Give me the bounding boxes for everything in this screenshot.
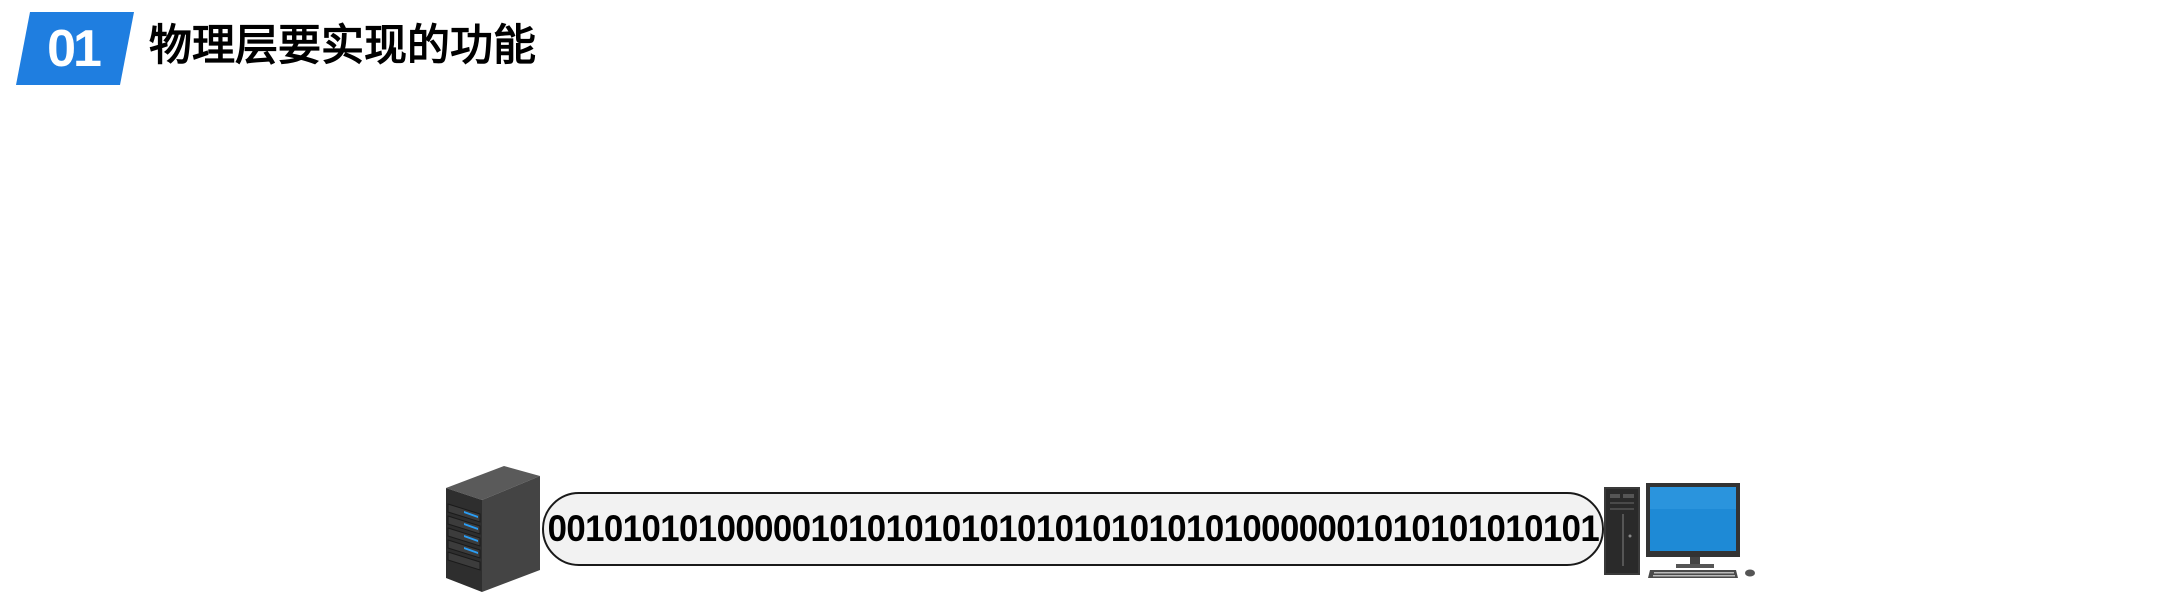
section-number-badge [16,12,134,85]
desktop-computer-icon [1602,480,1762,580]
page-title: 物理层要实现的功能 [149,21,536,71]
bitstream-text: 0010101010000010101010101010101010101000… [547,508,1599,549]
section-number: 01 [47,19,102,78]
server-icon [442,466,542,594]
bitstream-channel: 0010101010000010101010101010101010101000… [542,492,1604,566]
